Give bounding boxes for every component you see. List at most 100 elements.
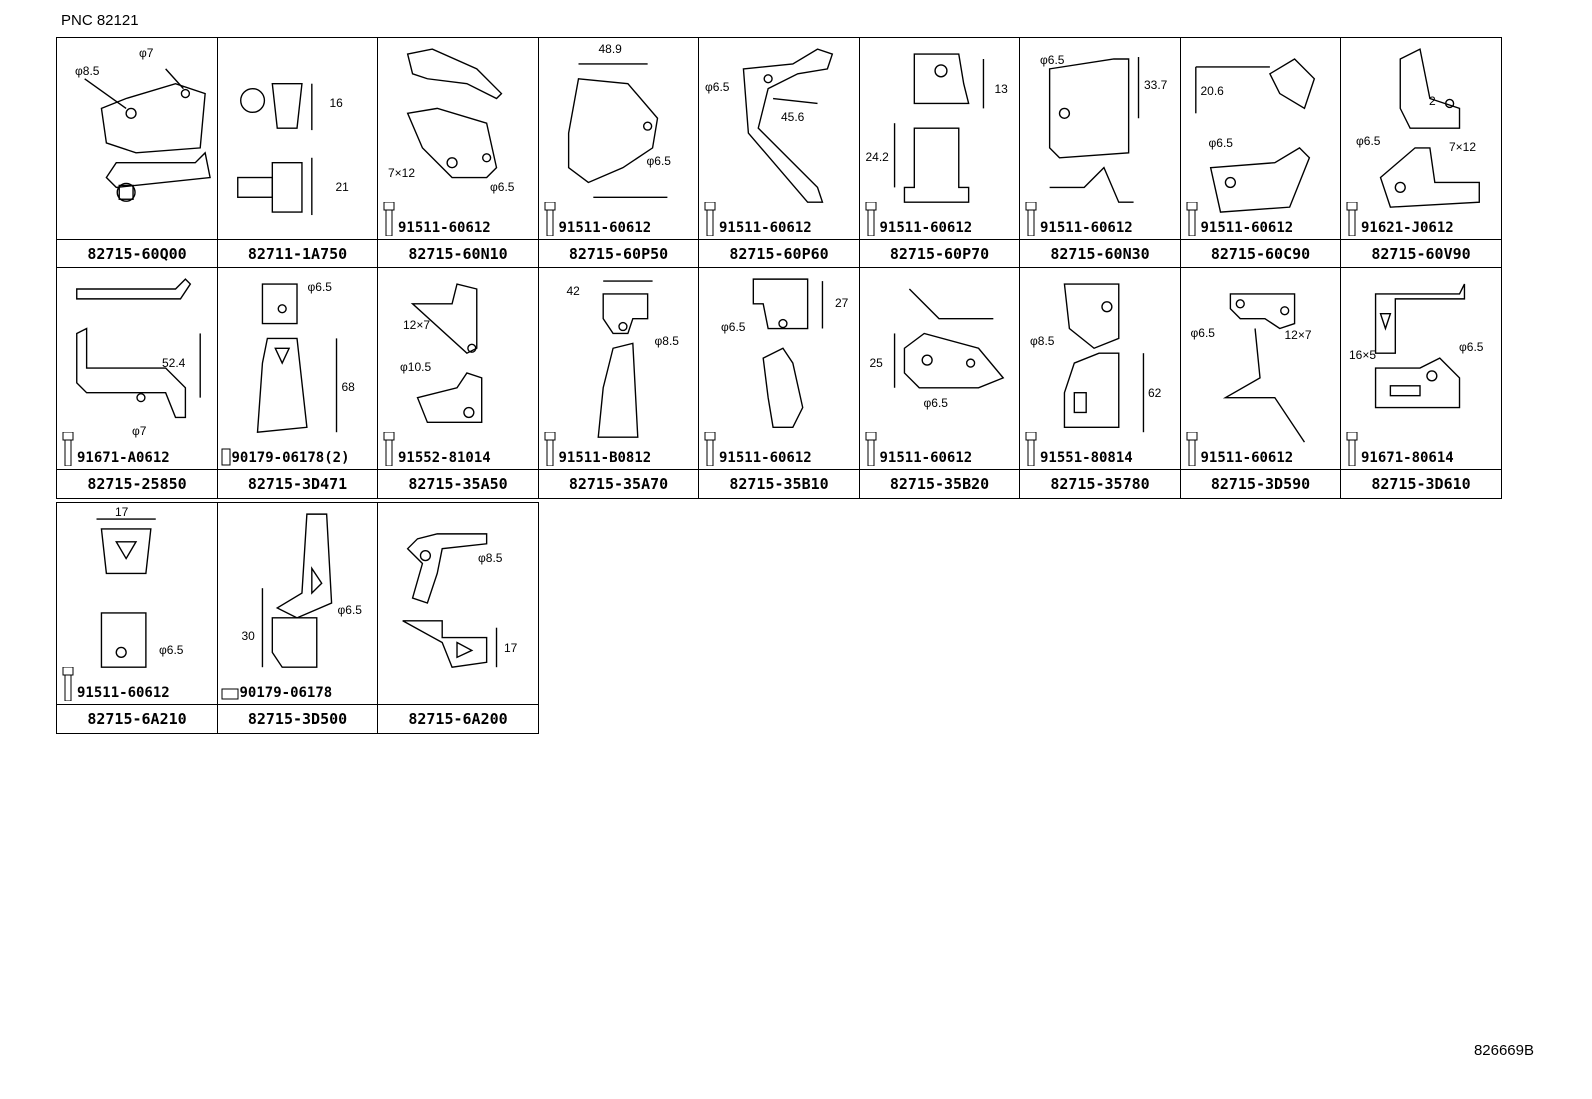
dimension-label: 52.4 (162, 356, 186, 370)
part-cell[interactable]: φ6.5 68 90179-06178(2) 82715-3D471 (216, 267, 379, 499)
bolt-part-number: 91511-60612 (398, 220, 491, 236)
bracket-illustration (1379, 48, 1480, 208)
dimension-label: φ6.5 (1190, 326, 1215, 340)
bolt-callout[interactable]: 91511-60612 (60, 667, 170, 701)
dimension-label: 42 (566, 284, 580, 298)
bolt-callout[interactable]: 91621-J0612 (1344, 202, 1454, 236)
dimension-label: 16 (329, 96, 343, 110)
bolt-callout[interactable]: 91511-60612 (1023, 202, 1133, 236)
part-cell[interactable]: φ6.5 33.7 91511-60612 82715-60N30 (1019, 37, 1181, 269)
bolt-callout[interactable]: 91511-60612 (1184, 432, 1294, 466)
part-cell[interactable]: φ8.5 62 91551-80814 82715-35780 (1019, 267, 1181, 499)
bolt-icon (1346, 202, 1358, 236)
bracket-illustration (893, 53, 984, 203)
dimension-label: φ6.5 (490, 180, 515, 194)
bracket-illustration (752, 278, 824, 428)
bolt-callout[interactable]: 91551-80814 (1023, 432, 1133, 466)
part-cell[interactable]: φ6.5 27 91511-60612 82715-35B10 (698, 267, 860, 499)
bolt-callout[interactable]: 90179-06178 (221, 685, 333, 701)
dimension-label: 12×7 (403, 318, 431, 332)
bolt-part-number: 91511-B0812 (558, 450, 652, 466)
part-number: 82715-3D471 (217, 469, 378, 498)
bracket-illustration (893, 288, 1004, 389)
bracket-illustration (1063, 283, 1145, 433)
bolt-callout[interactable]: 91671-80614 (1344, 432, 1454, 466)
part-cell[interactable]: 7×12 φ6.5 91511-60612 82715-60N10 (377, 37, 539, 269)
part-number: 82715-35B20 (859, 469, 1020, 498)
part-cell[interactable]: 20.6 φ6.5 91511-60612 82715-60C90 (1179, 37, 1342, 269)
part-cell[interactable]: 17 φ6.5 91511-60612 82715-6A210 (56, 502, 218, 734)
dimension-label: φ6.5 (159, 643, 184, 657)
part-cell[interactable]: φ6.5 30 90179-06178 82715-3D500 (216, 502, 379, 734)
dimension-label: 13 (994, 82, 1008, 96)
bolt-callout[interactable]: 91511-60612 (1184, 202, 1294, 236)
part-number: 82715-35A70 (538, 469, 699, 498)
dimension-label: 24.2 (865, 150, 889, 164)
part-number: 82715-60C90 (1180, 239, 1341, 268)
bracket-illustration (742, 48, 834, 203)
dimension-label: φ8.5 (1030, 334, 1055, 348)
part-cell[interactable]: φ8.5 17 82715-6A200 (377, 502, 539, 734)
part-number: 82715-3D500 (217, 704, 378, 733)
dimension-label: 20.6 (1200, 84, 1224, 98)
part-cell[interactable]: 2 φ6.5 7×12 91621-J0612 82715-60V90 (1340, 37, 1502, 269)
part-cell[interactable]: φ8.5 φ7 82715-60Q00 (56, 37, 218, 269)
dimension-label: 45.6 (781, 110, 805, 124)
part-cell[interactable]: 16×5 φ6.5 91671-80614 82715-3D610 (1340, 267, 1502, 499)
bolt-callout[interactable]: 91671-A0612 (60, 432, 170, 466)
bolt-callout[interactable]: 91511-60612 (702, 202, 812, 236)
bolt-part-number: 91552-81014 (398, 450, 491, 466)
document-number: 826669B (1473, 1042, 1534, 1059)
bolt-part-number: 91511-60612 (1200, 450, 1294, 466)
bolt-part-number: 91511-60612 (558, 220, 652, 236)
bracket-illustration (567, 63, 667, 198)
bolt-part-number: 91511-60612 (719, 220, 812, 236)
dimension-label: φ7 (132, 424, 147, 438)
bolt-callout[interactable]: 91511-60612 (863, 202, 972, 236)
bolt-icon (383, 432, 395, 466)
bolt-callout[interactable]: 90179-06178(2) (221, 448, 350, 466)
parts-row-2: 52.4 φ7 91671-A0612 82715-25850 φ6.5 68 … (56, 267, 1502, 499)
bolt-callout[interactable]: 91511-60612 (863, 432, 972, 466)
part-cell[interactable]: 13 24.2 91511-60612 82715-60P70 (858, 37, 1021, 269)
dimension-label: 48.9 (598, 42, 622, 56)
dimension-label: 30 (241, 629, 255, 643)
bolt-part-number: 91511-60612 (1040, 220, 1133, 236)
bracket-illustration (261, 513, 332, 668)
dimension-label: 17 (115, 505, 129, 519)
bolt-part-number: 91511-60612 (1200, 220, 1294, 236)
bolt-callout[interactable]: 91552-81014 (381, 432, 491, 466)
bolt-callout[interactable]: 91511-60612 (702, 432, 812, 466)
bolt-callout[interactable]: 91511-60612 (542, 202, 652, 236)
bracket-illustration (402, 533, 498, 668)
part-cell[interactable]: 48.9 φ6.5 91511-60612 82715-60P50 (537, 37, 700, 269)
part-cell[interactable]: 25 φ6.5 91511-60612 82715-35B20 (858, 267, 1021, 499)
part-cell[interactable]: 42 φ8.5 91511-B0812 82715-35A70 (537, 267, 700, 499)
bolt-icon (62, 432, 74, 466)
bolt-part-number: 90179-06178 (239, 685, 333, 701)
bracket-illustration (1048, 57, 1140, 203)
dimension-label: 62 (1148, 386, 1162, 400)
part-cell[interactable]: φ6.5 12×7 91511-60612 82715-3D590 (1179, 267, 1342, 499)
part-cell[interactable]: φ6.5 45.6 91511-60612 82715-60P60 (698, 37, 860, 269)
bolt-part-number: 91671-80614 (1361, 450, 1454, 466)
dimension-label: φ8.5 (654, 334, 679, 348)
bolt-icon (865, 432, 876, 466)
bolt-callout[interactable]: 91511-60612 (381, 202, 491, 236)
part-number: 82715-60P70 (859, 239, 1020, 268)
bolt-callout[interactable]: 91511-B0812 (542, 432, 652, 466)
bolt-part-number: 91621-J0612 (1361, 220, 1454, 236)
part-cell[interactable]: 52.4 φ7 91671-A0612 82715-25850 (56, 267, 218, 499)
bracket-illustration (84, 68, 211, 202)
bolt-icon (544, 432, 555, 466)
bolt-icon (1025, 202, 1037, 236)
bracket-illustration (1374, 283, 1466, 409)
parts-row-3: 17 φ6.5 91511-60612 82715-6A210 φ6.5 30 … (56, 502, 539, 734)
part-number: 82715-6A210 (57, 704, 217, 733)
part-cell[interactable]: 16 21 82711-1A750 (216, 37, 379, 269)
bolt-icon (383, 202, 395, 236)
part-cell[interactable]: 12×7 φ10.5 91552-81014 82715-35A50 (377, 267, 539, 499)
bolt-part-number: 91671-A0612 (77, 450, 170, 466)
dimension-label: 7×12 (1449, 140, 1477, 154)
nut-icon (221, 448, 230, 466)
